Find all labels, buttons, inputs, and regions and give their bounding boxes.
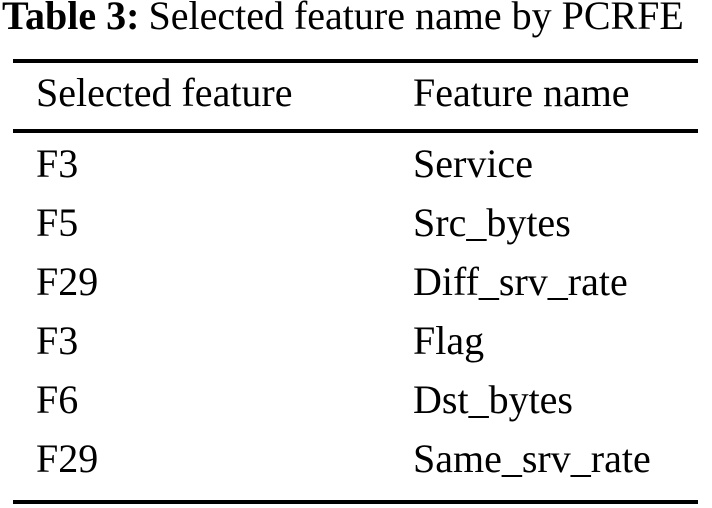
cell-selected-feature: F5	[36, 200, 79, 245]
cell-feature-name: Src_bytes	[413, 200, 571, 245]
cell-feature-name: Dst_bytes	[413, 377, 573, 422]
cell-feature-name: Diff_srv_rate	[413, 259, 628, 304]
cell-selected-feature: F29	[36, 259, 99, 304]
table-rule-header-separator	[13, 129, 698, 133]
table-row: F29 Diff_srv_rate	[0, 262, 712, 304]
table-row: F3 Flag	[0, 321, 712, 363]
cell-feature-name: Service	[413, 141, 533, 186]
cell-feature-name: Same_srv_rate	[413, 436, 651, 481]
table-row: F6 Dst_bytes	[0, 380, 712, 422]
column-header-feature-name: Feature name	[413, 70, 630, 115]
cell-selected-feature: F3	[36, 141, 79, 186]
cell-selected-feature: F6	[36, 377, 79, 422]
table-row: F3 Service	[0, 144, 712, 186]
table-header-row: Selected feature Feature name	[0, 73, 712, 115]
table-caption: Table 3:Selected feature name by PCRFE	[2, 0, 684, 36]
table-row: F29 Same_srv_rate	[0, 439, 712, 481]
table-rule-top	[13, 59, 698, 63]
table-caption-label: Table 3:	[2, 0, 140, 38]
cell-selected-feature: F3	[36, 318, 79, 363]
cell-feature-name: Flag	[413, 318, 485, 363]
table-row: F5 Src_bytes	[0, 203, 712, 245]
cell-selected-feature: F29	[36, 436, 99, 481]
table-rule-bottom	[13, 500, 698, 504]
table-caption-text: Selected feature name by PCRFE	[148, 0, 684, 38]
column-header-selected-feature: Selected feature	[36, 70, 293, 115]
